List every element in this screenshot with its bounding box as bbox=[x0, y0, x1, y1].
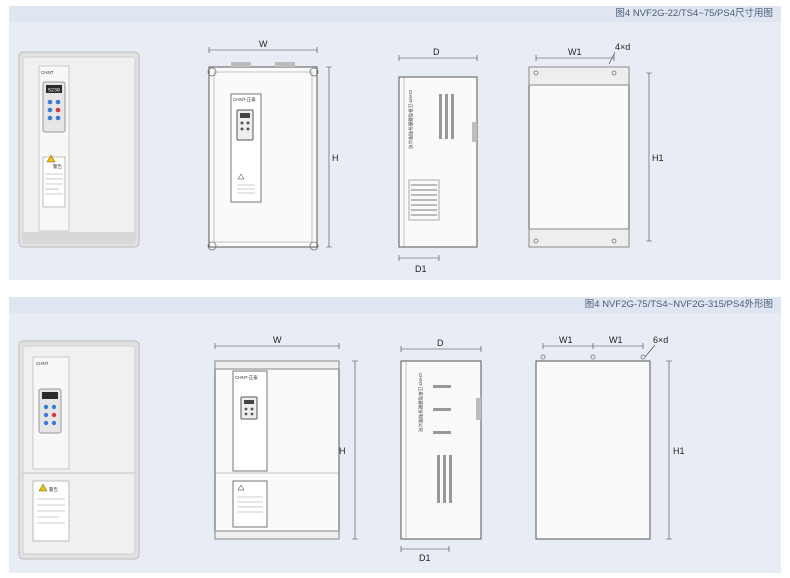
bottom-photo-warning: 警告 bbox=[49, 486, 58, 493]
bottom-front-brand: CHNT-正泰 bbox=[235, 374, 258, 380]
bottom-photo-brand: CHNT bbox=[36, 361, 49, 366]
bottom-back-dim-holes: 6×d bbox=[653, 335, 668, 345]
bottom-drawings: CHNT 警告 W CHNT-正泰 bbox=[18, 335, 685, 563]
top-photo-warning: 警告 bbox=[53, 163, 62, 170]
bottom-back-dim-w1b: W1 bbox=[609, 335, 623, 345]
top-side-dim-d1: D1 bbox=[415, 264, 427, 274]
top-caption: 图4 NVF2G-22/TS4~75/PS4尺寸用图 bbox=[9, 6, 781, 22]
bottom-side-dim-d: D bbox=[437, 338, 444, 348]
bottom-side-view: D CHNT-正泰电器股份有限公司 D1 bbox=[400, 338, 482, 563]
bottom-back-dim-h1: H1 bbox=[673, 446, 685, 456]
bottom-front-dim-w: W bbox=[273, 335, 282, 345]
top-back-dim-h1: H1 bbox=[652, 153, 664, 163]
bottom-side-dim-d1: D1 bbox=[419, 553, 431, 563]
bottom-back-dim-w1a: W1 bbox=[559, 335, 573, 345]
top-product-photo: CHNT 5230 警告 bbox=[18, 51, 140, 248]
top-front-brand: CHNT-正泰 bbox=[233, 96, 256, 102]
bottom-front-dim-h: H bbox=[339, 446, 346, 456]
top-photo-brand: CHNT bbox=[41, 70, 54, 75]
bottom-caption: 图4 NVF2G-75/TS4~NVF2G-315/PS4外形图 bbox=[9, 297, 781, 313]
bottom-side-text: CHNT-正泰电器股份有限公司 bbox=[417, 373, 424, 432]
bottom-back-view: W1 W1 6×d H1 bbox=[535, 335, 685, 540]
bottom-diagram-panel: CHNT 警告 W CHNT-正泰 bbox=[9, 313, 781, 573]
svg-text:5230: 5230 bbox=[48, 88, 60, 94]
top-front-dim-h: H bbox=[332, 153, 339, 163]
bottom-product-photo: CHNT 警告 bbox=[18, 340, 140, 560]
top-front-view: W CHNT-正泰 H bbox=[207, 39, 339, 251]
top-diagram-panel: CHNT 5230 警告 W CHNT-正泰 bbox=[9, 22, 781, 280]
top-side-view: D CHNT-正泰电器股份有限公司 D1 bbox=[398, 47, 478, 274]
top-back-view: W1 4×d H1 bbox=[528, 42, 664, 248]
top-front-dim-w: W bbox=[259, 39, 268, 49]
top-side-dim-d: D bbox=[433, 47, 440, 57]
top-side-text: CHNT-正泰电器股份有限公司 bbox=[407, 90, 414, 149]
top-back-dim-holes: 4×d bbox=[615, 42, 630, 52]
bottom-front-view: W CHNT-正泰 H bbox=[214, 335, 358, 540]
top-back-dim-w1: W1 bbox=[568, 47, 582, 57]
top-drawings: CHNT 5230 警告 W CHNT-正泰 bbox=[18, 39, 664, 274]
